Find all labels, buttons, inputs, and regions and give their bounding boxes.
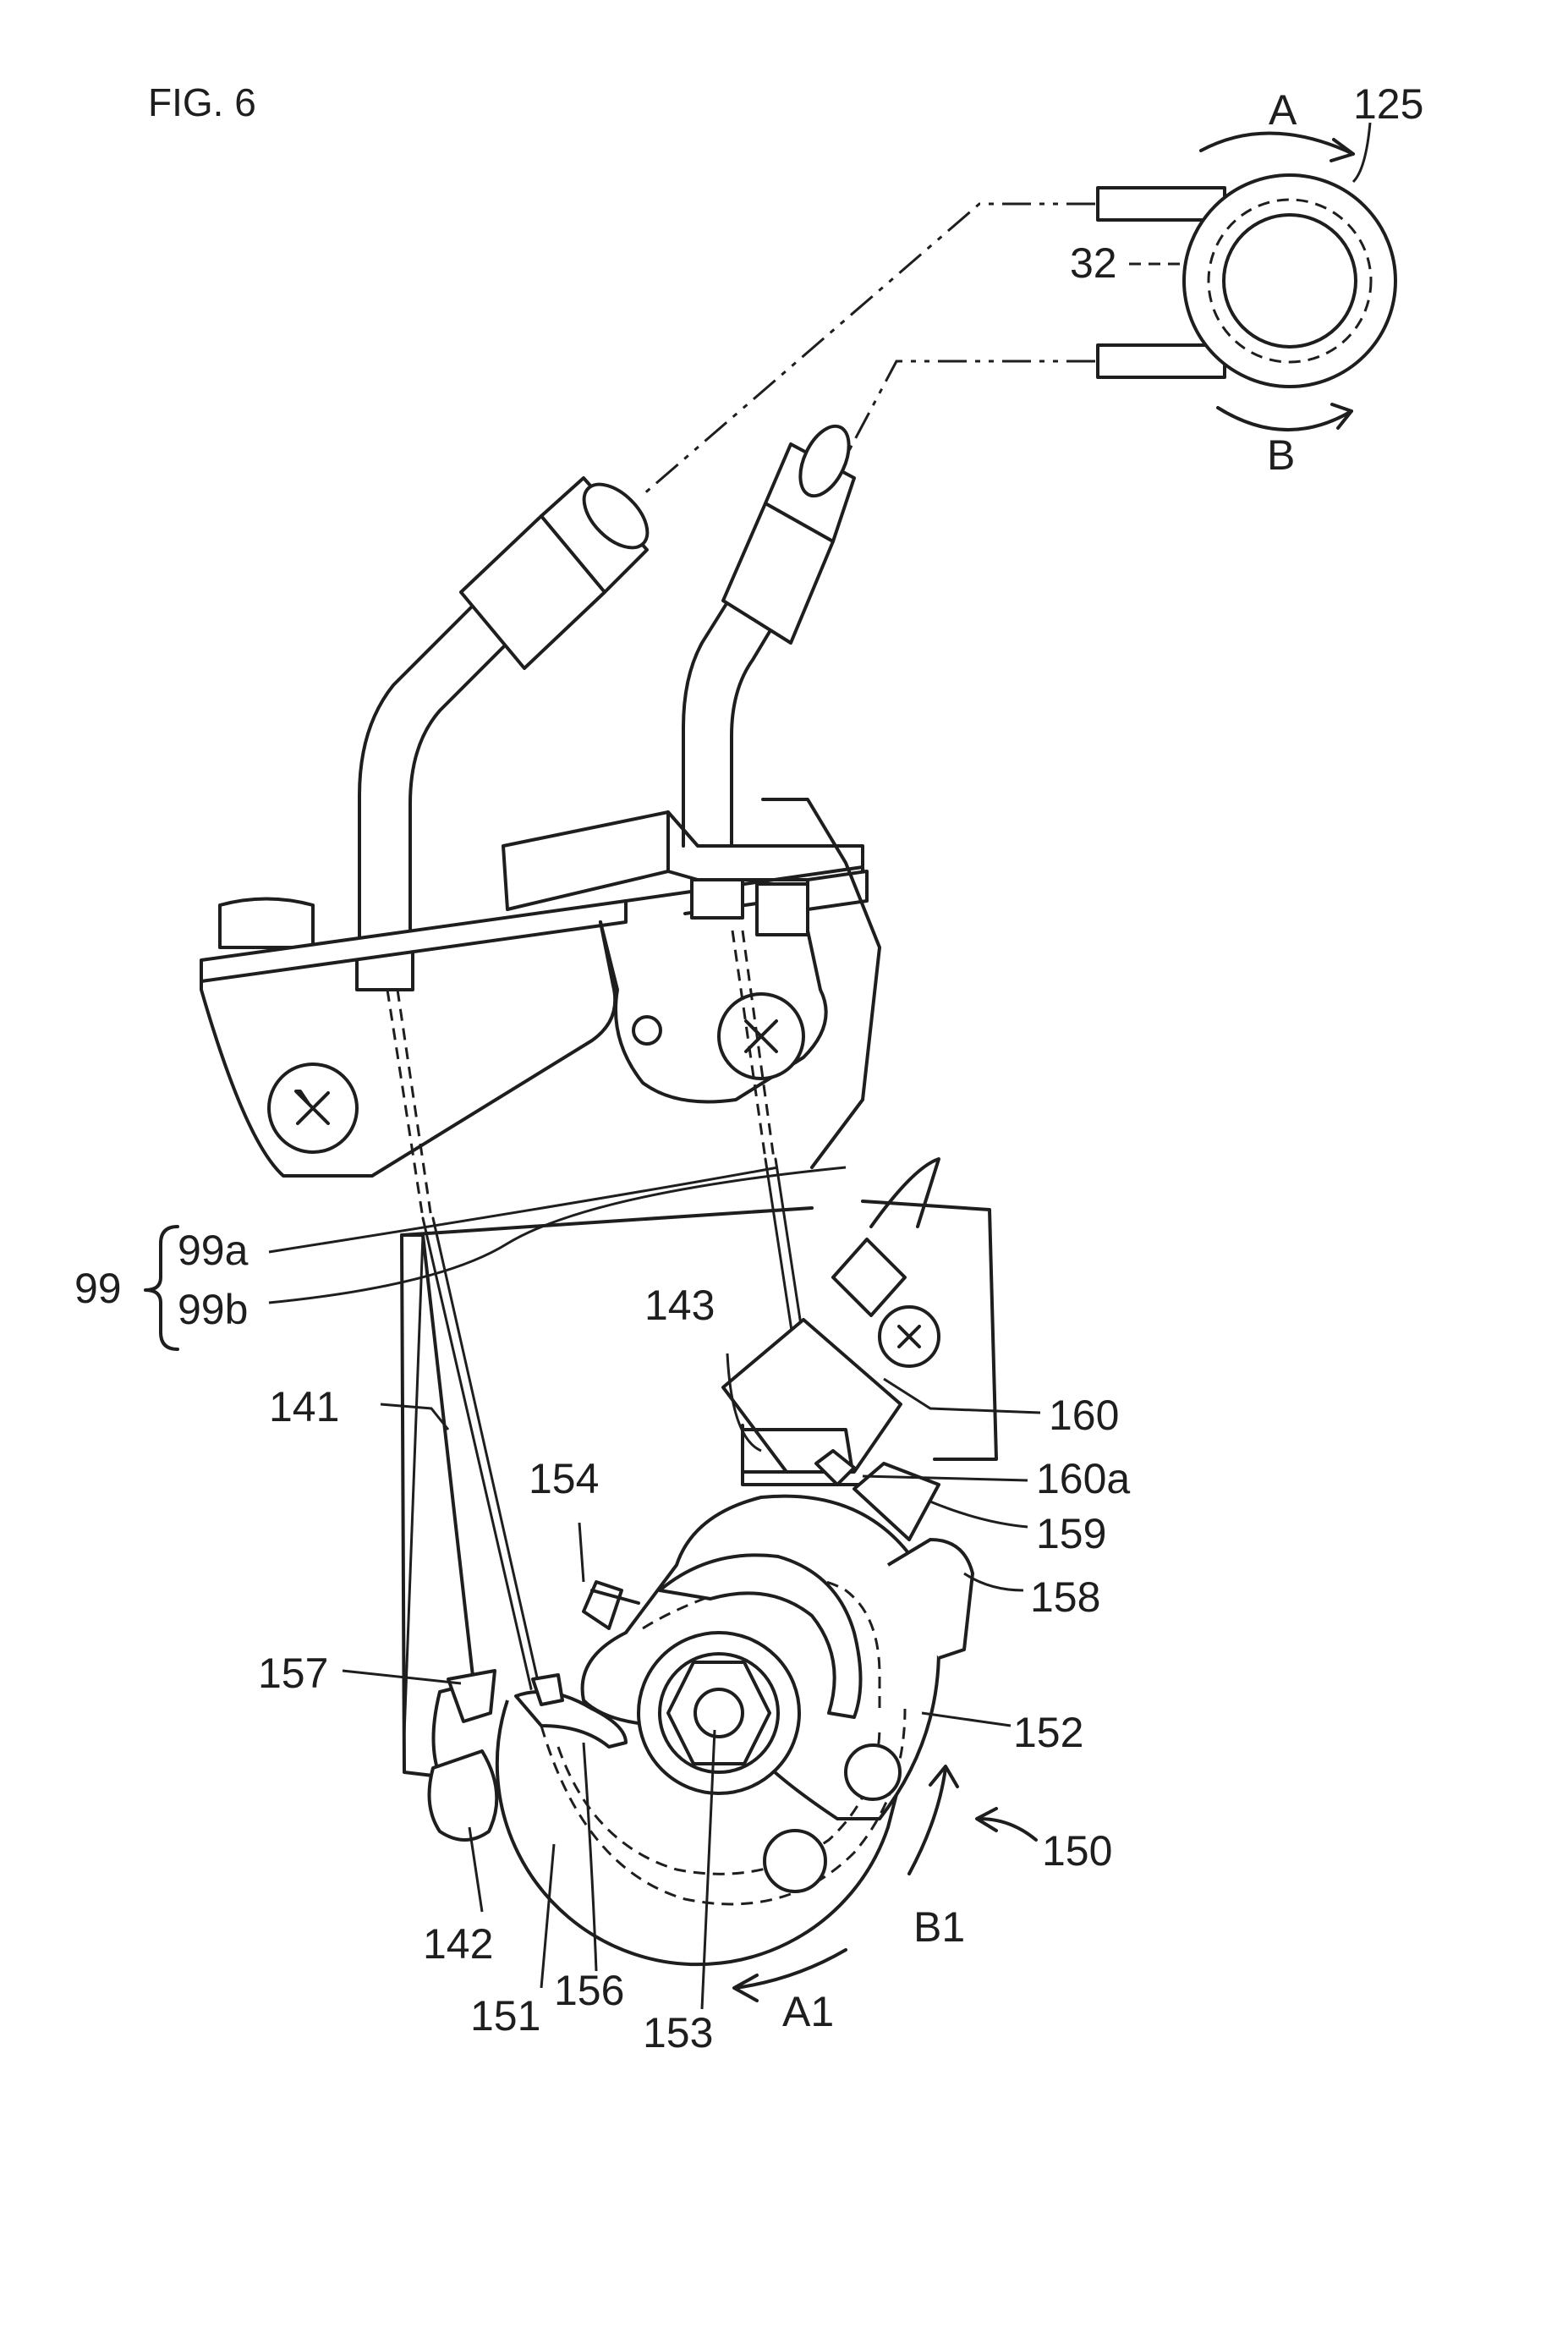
brace-99 <box>144 1225 179 1351</box>
screw-left <box>267 1062 359 1154</box>
label-154: 154 <box>529 1455 599 1502</box>
label-99a: 99a <box>178 1227 249 1274</box>
label-99b: 99b <box>178 1286 248 1333</box>
label-150: 150 <box>1042 1827 1112 1875</box>
screw-center <box>717 992 805 1080</box>
label-160a: 160a <box>1036 1455 1130 1502</box>
mounting-bracket <box>200 798 881 1178</box>
cable-outer-left <box>355 476 650 991</box>
label-153: 153 <box>643 2009 713 2056</box>
label-125: 125 <box>1353 80 1423 128</box>
leader-lines <box>268 122 1372 2010</box>
cam-assembly-150 <box>427 1462 974 1967</box>
label-99: 99 <box>74 1265 122 1312</box>
inner-wire-99a <box>386 989 543 1698</box>
label-152: 152 <box>1013 1709 1083 1756</box>
label-159: 159 <box>1036 1510 1106 1557</box>
figure-title: FIG. 6 <box>148 80 256 124</box>
rotation-arrow-A1 <box>732 1948 847 2002</box>
grip-drum-125 <box>1096 131 1397 431</box>
cable-routing-chain-lines <box>642 202 1095 497</box>
label-B: B <box>1267 431 1295 479</box>
label-158: 158 <box>1030 1573 1100 1621</box>
label-156: 156 <box>554 1967 624 2014</box>
label-32: 32 <box>1070 239 1117 287</box>
label-142: 142 <box>423 1920 493 1968</box>
label-157: 157 <box>258 1650 328 1697</box>
label-B1: B1 <box>913 1903 965 1951</box>
label-160: 160 <box>1049 1392 1119 1439</box>
rotation-arrow-B1 <box>907 1765 959 1875</box>
label-141: 141 <box>269 1383 339 1430</box>
arrow-150 <box>975 1807 1038 1842</box>
label-A: A <box>1269 86 1297 134</box>
screw-right <box>878 1305 940 1368</box>
wire-holder-160 <box>721 1157 998 1486</box>
pivot-hole <box>632 1015 662 1046</box>
label-A1: A1 <box>782 1988 834 2035</box>
label-143: 143 <box>644 1282 715 1329</box>
label-151: 151 <box>470 1992 540 2040</box>
cable-outer-right <box>682 424 856 848</box>
